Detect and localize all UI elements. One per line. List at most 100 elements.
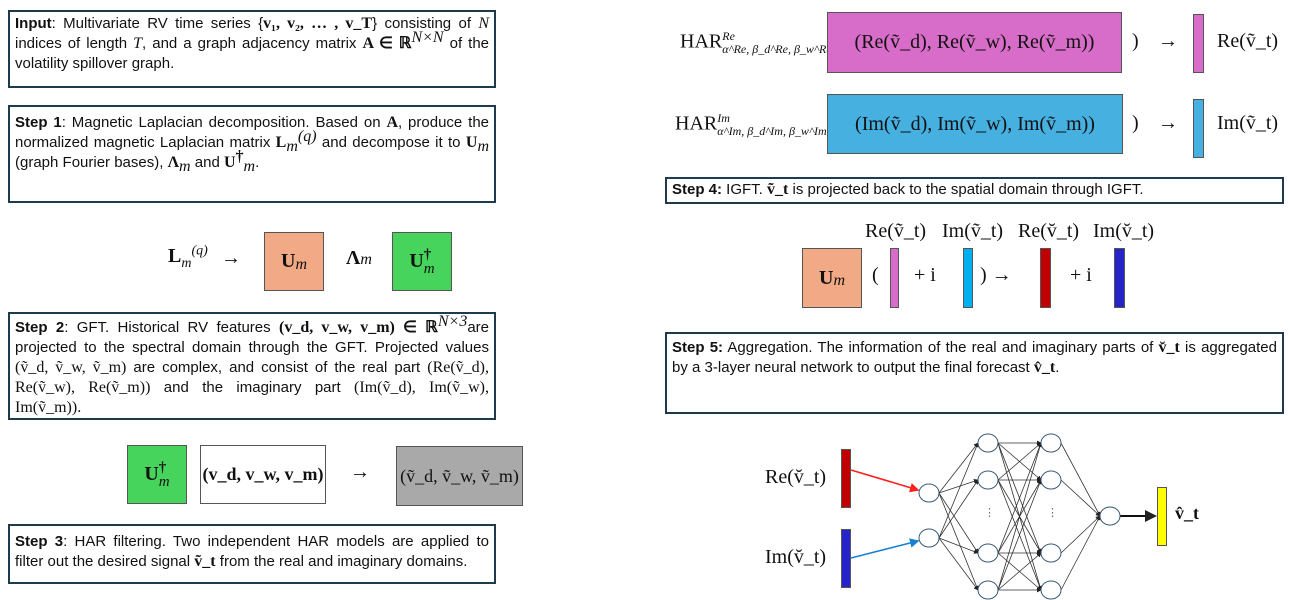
- u-dagger-math: U: [223, 154, 236, 171]
- step2-label: Step 2: [15, 319, 65, 336]
- nn-output-bar: [1157, 487, 1167, 546]
- sub-m: m: [181, 256, 192, 271]
- re-input-block: (Re(ṽ_d), Re(ṽ_w), Re(ṽ_m)): [827, 12, 1122, 73]
- t-math: T: [133, 35, 143, 52]
- step5-box: Step 5: Aggregation. The information of …: [665, 332, 1284, 414]
- step2-text-1: : GFT. Historical RV features: [64, 319, 279, 336]
- nn-node: [977, 543, 999, 563]
- step1-text-1: : Magnetic Laplacian decomposition. Base…: [61, 114, 387, 131]
- nn-node: [1040, 470, 1062, 490]
- imag-part-math: (Im(ṽ_d), Im(ṽ_w), Im(ṽ_m)).: [15, 379, 489, 416]
- nn-node: [1040, 433, 1062, 453]
- plus-i-text: + i: [1070, 264, 1092, 286]
- arrow-icon: →: [221, 247, 241, 269]
- step5-text-3: .: [1055, 359, 1060, 376]
- forecast-math: v̂_t: [1033, 359, 1056, 376]
- input-text-4: , and a graph adjacency matrix: [142, 35, 363, 52]
- sub-m: m: [360, 251, 372, 268]
- re-input-arrow: [850, 469, 920, 493]
- step1-text-5: and: [190, 154, 224, 171]
- input-text-3: indices of length: [15, 35, 134, 52]
- laplacian-math: L: [275, 134, 287, 151]
- n-math: N: [478, 15, 490, 32]
- step2-text-2: are projected to the spectral domain thr…: [15, 319, 489, 356]
- im-output-label: Im(ṽ_t): [1217, 112, 1279, 134]
- ellipsis-hidden1: ⋮: [984, 507, 995, 519]
- projected-math: (ṽ_d, ṽ_w, ṽ_m): [15, 359, 127, 376]
- har-sup: Im: [717, 111, 730, 125]
- step2-box: Step 2: GFT. Historical RV features (v_d…: [8, 312, 496, 420]
- signal-math: ṽ_t: [194, 553, 216, 570]
- features-sup: N×3: [437, 313, 468, 330]
- re-output-label: Re(ṽ_t): [1217, 30, 1279, 52]
- nn-edge: [938, 442, 979, 539]
- u-letter: U: [280, 250, 296, 272]
- nn-node: [918, 483, 940, 503]
- im-breve-bar: [1114, 248, 1125, 308]
- label-re-tilde: Re(ṽ_t): [865, 220, 927, 242]
- nn-edge: [938, 537, 979, 554]
- nn-edge: [1060, 479, 1101, 517]
- lambda-math: Λ: [167, 154, 180, 171]
- sub-m: m: [243, 158, 256, 175]
- re-tilde-bar: [890, 248, 899, 308]
- step5-text-1: Aggregation. The information of the real…: [723, 339, 1159, 356]
- step1-text-4: (graph Fourier bases),: [15, 154, 168, 171]
- nn-node: [977, 470, 999, 490]
- features-label: (v_d, v_w, v_m): [202, 464, 324, 484]
- nn-input-im-bar: [841, 529, 851, 588]
- sup-q: (q): [191, 243, 208, 259]
- har-sup: Re: [722, 29, 735, 43]
- l-letter: L: [168, 245, 182, 267]
- re-input-label: (Re(ṽ_d), Re(ṽ_w), Re(ṽ_m)): [854, 31, 1095, 53]
- step1-box: Step 1: Magnetic Laplacian decomposition…: [8, 105, 496, 203]
- ellipsis-hidden2: ⋮: [1047, 507, 1058, 519]
- nn-edge: [997, 442, 1043, 591]
- open-paren: (: [872, 264, 879, 286]
- im-output-bar: [1193, 99, 1204, 158]
- nn-edge: [938, 442, 979, 494]
- close-paren: ): [1132, 30, 1139, 52]
- laplacian-symbol: Lm(q): [168, 243, 208, 271]
- nn-node: [977, 580, 999, 600]
- nn-node: [1040, 580, 1062, 600]
- projected-label: (ṽ_d, ṽ_w, ṽ_m): [400, 465, 519, 486]
- nn-edge: [938, 537, 979, 591]
- input-box: Input: Multivariate RV time series {v₁, …: [8, 10, 496, 88]
- features-block: (v_d, v_w, v_m): [200, 445, 326, 504]
- sub-m: m: [179, 158, 191, 175]
- projected-block: (ṽ_d, ṽ_w, ṽ_m): [396, 446, 523, 506]
- step3-label: Step 3: [15, 533, 64, 550]
- nn-node: [1099, 506, 1121, 526]
- u-math: U: [465, 134, 478, 151]
- dagger-sup: †: [235, 148, 244, 165]
- lambda-letter: Λ: [346, 247, 361, 269]
- step1-label: Step 1: [15, 114, 62, 131]
- nn-input-re-bar: [841, 449, 851, 508]
- har-name: HAR: [675, 112, 718, 135]
- nn-edge: [997, 479, 1042, 591]
- series-math: v₁, v₂, … , v_T: [263, 15, 373, 32]
- adjacency-sup: N×N: [411, 29, 444, 46]
- step2-text-3: are complex, and consist of the real par…: [126, 359, 428, 376]
- real-part-math: (Re(ṽ_d), Re(ṽ_w), Re(ṽ_m)): [15, 359, 489, 396]
- nn-edge: [997, 442, 1042, 481]
- re-output-bar: [1193, 14, 1204, 73]
- label-im-breve: Im(v̆_t): [1093, 220, 1155, 242]
- nn-node: [977, 433, 999, 453]
- step5-label: Step 5:: [672, 339, 724, 356]
- step4-label: Step 4:: [672, 181, 723, 198]
- sub-m: m: [286, 138, 298, 155]
- input-text-1: : Multivariate RV time series {: [51, 15, 264, 32]
- nn-input-re-label: Re(v̆_t): [765, 466, 827, 488]
- nn-edge: [997, 552, 1042, 591]
- nn-edge: [997, 442, 1042, 554]
- input-text-2: } consisting of: [372, 15, 479, 32]
- signal-math: v̆_t: [1158, 339, 1180, 356]
- step5-text-2: is aggregated by a 3-layer neural networ…: [672, 339, 1277, 376]
- nn-output-label: v̂_t: [1175, 503, 1199, 523]
- nn-node: [918, 528, 940, 548]
- label-re-breve: Re(v̆_t): [1018, 220, 1080, 242]
